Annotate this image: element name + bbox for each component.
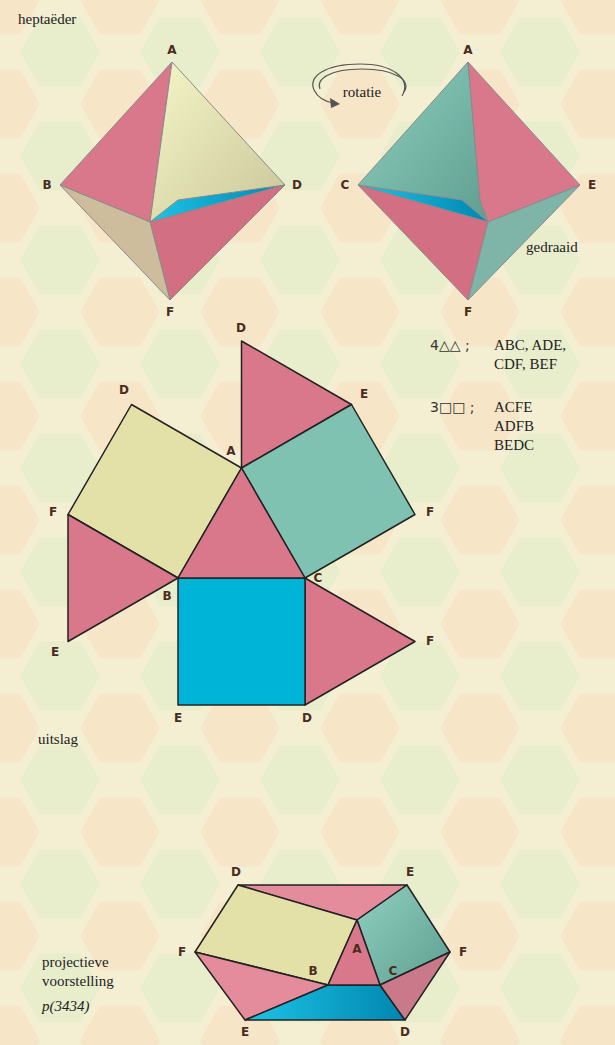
vertex-letter: B bbox=[162, 589, 171, 603]
vertex-letter: B bbox=[42, 178, 51, 192]
face-list: ACFE ADFB BEDC bbox=[494, 398, 544, 455]
vertex-letter: E bbox=[588, 178, 596, 192]
vertex-letter: E bbox=[241, 1025, 249, 1039]
vertex-letter: D bbox=[302, 711, 312, 725]
vertex-letter: A bbox=[463, 43, 472, 57]
vertex-letter: F bbox=[464, 305, 472, 319]
vertex-letter: E bbox=[51, 645, 59, 659]
vertex-letter: F bbox=[459, 945, 467, 959]
vertex-letter: A bbox=[226, 444, 235, 458]
vertex-letter: D bbox=[292, 178, 302, 192]
vertex-letter: F bbox=[426, 634, 434, 648]
vertex-letter: C bbox=[389, 964, 398, 978]
projection-label: projectieve voorstelling bbox=[42, 953, 152, 991]
vertex-letter: A bbox=[167, 43, 176, 57]
vertex-letter: C bbox=[341, 178, 350, 192]
vertex-letter: D bbox=[236, 321, 246, 335]
vertex-letter: F bbox=[426, 505, 434, 519]
net-label: uitslag bbox=[38, 730, 78, 749]
vertex-letter: C bbox=[314, 571, 323, 585]
figure-title: heptaëder bbox=[18, 10, 76, 29]
face-list: ABC, ADE, CDF, BEF bbox=[494, 336, 580, 374]
vertex-letter: D bbox=[119, 383, 129, 397]
vertex-letter: B bbox=[308, 964, 317, 978]
vertex-letter: F bbox=[49, 505, 57, 519]
vertex-letter: F bbox=[166, 305, 174, 319]
vertex-letter: D bbox=[231, 865, 241, 879]
vertex-letter: F bbox=[178, 945, 186, 959]
face-count: 4△△ ; bbox=[430, 336, 470, 355]
face-count: 3□□ ; bbox=[430, 398, 475, 417]
vertex-letter: E bbox=[406, 865, 414, 879]
vertex-letter: D bbox=[400, 1025, 410, 1039]
vertex-letter: A bbox=[352, 942, 361, 956]
notation-label: p(3434) bbox=[42, 997, 90, 1016]
vertex-letter: E bbox=[360, 387, 368, 401]
rotation-label: rotatie bbox=[343, 83, 381, 102]
vertex-letter: E bbox=[174, 711, 182, 725]
twisted-label: gedraaid bbox=[526, 238, 578, 257]
